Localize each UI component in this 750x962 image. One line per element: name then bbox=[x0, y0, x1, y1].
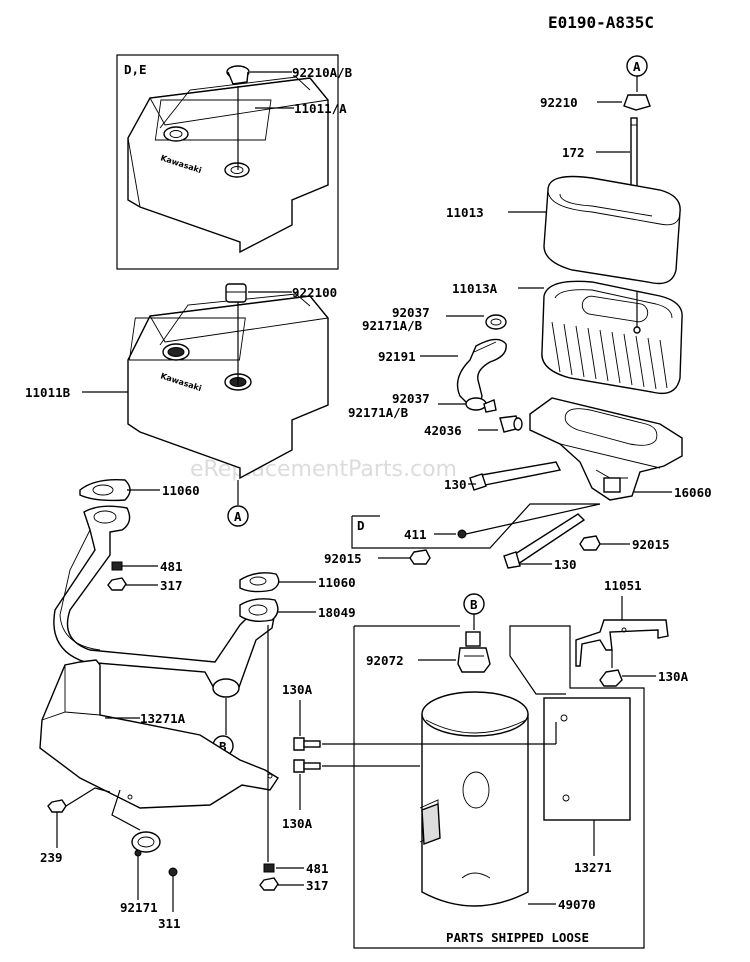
svg-text:B: B bbox=[470, 597, 478, 612]
label-11060-top: 11060 bbox=[162, 483, 200, 498]
knob-922100[interactable] bbox=[225, 283, 247, 303]
label-172: 172 bbox=[562, 145, 585, 160]
cover-variant-box: D,E bbox=[116, 54, 339, 270]
label-92210ab: 92210A/B bbox=[292, 65, 353, 80]
label-18049: 18049 bbox=[318, 605, 356, 620]
label-92015-left: 92015 bbox=[324, 551, 362, 566]
air-filter-element-11013a[interactable] bbox=[541, 280, 683, 395]
clamp-92171[interactable] bbox=[131, 831, 161, 857]
gasket-11060-top[interactable] bbox=[79, 479, 131, 502]
nut-411[interactable] bbox=[457, 529, 467, 539]
nut-317-top[interactable] bbox=[107, 577, 127, 591]
wing-nut-92210[interactable] bbox=[623, 94, 651, 111]
nut-92015-right[interactable] bbox=[579, 535, 601, 551]
washer-481-top[interactable] bbox=[111, 561, 123, 571]
label-92015-right: 92015 bbox=[632, 537, 670, 552]
pre-cleaner-11013[interactable] bbox=[543, 175, 681, 285]
clamp-92037-top[interactable] bbox=[485, 314, 507, 330]
label-311: 311 bbox=[158, 916, 181, 931]
callout-a-left: A bbox=[227, 505, 249, 527]
label-92171ab-bottom: 92171A/B bbox=[348, 405, 409, 420]
nut-239[interactable] bbox=[47, 799, 67, 813]
label-130a-top: 130A bbox=[282, 682, 313, 697]
bolt-130a-bottom[interactable] bbox=[293, 759, 321, 773]
base-plate-16060[interactable] bbox=[529, 397, 683, 501]
label-11013a: 11013A bbox=[452, 281, 498, 296]
svg-text:B: B bbox=[219, 739, 227, 754]
label-92171: 92171 bbox=[120, 900, 158, 915]
nut-311[interactable] bbox=[168, 867, 178, 877]
fitting-42036[interactable] bbox=[499, 415, 523, 433]
nut-317-bottom[interactable] bbox=[259, 877, 279, 891]
bracket-11051[interactable] bbox=[575, 619, 669, 667]
label-92210: 92210 bbox=[540, 95, 578, 110]
label-92072: 92072 bbox=[366, 653, 404, 668]
label-11051: 11051 bbox=[604, 578, 642, 593]
label-11011a: 11011/A bbox=[294, 101, 347, 116]
label-92171ab-top: 92171A/B bbox=[362, 318, 423, 333]
label-922100: 922100 bbox=[292, 285, 337, 300]
label-481-top: 481 bbox=[160, 559, 183, 574]
label-130-bottom: 130 bbox=[554, 557, 577, 572]
label-92037-top: 92037 bbox=[392, 305, 430, 320]
svg-text:A: A bbox=[234, 509, 242, 524]
bolt-130-bottom[interactable] bbox=[503, 513, 586, 569]
label-49070: 49070 bbox=[558, 897, 596, 912]
d-variant-box: D bbox=[351, 503, 600, 549]
drawing-code: E0190-A835C bbox=[548, 13, 654, 32]
label-92191: 92191 bbox=[378, 349, 416, 364]
label-130-top: 130 bbox=[444, 477, 467, 492]
label-13271: 13271 bbox=[574, 860, 612, 875]
clamp-92037-bottom[interactable] bbox=[465, 397, 497, 413]
bolt-130-top[interactable] bbox=[469, 461, 562, 491]
spark-arrester-92072[interactable] bbox=[457, 631, 491, 673]
label-317-bottom: 317 bbox=[306, 878, 329, 893]
label-130a-right: 130A bbox=[658, 669, 689, 684]
heat-shield-13271[interactable] bbox=[543, 697, 631, 821]
box-label-d: D bbox=[357, 518, 365, 533]
label-16060: 16060 bbox=[674, 485, 712, 500]
air-cleaner-cover-11011a[interactable]: Kawasaki bbox=[127, 76, 329, 254]
wing-nut-92210ab[interactable] bbox=[226, 65, 250, 85]
label-317-top: 317 bbox=[160, 578, 183, 593]
air-cleaner-cover-11011b[interactable]: Kawasaki bbox=[127, 293, 329, 480]
box-label-de: D,E bbox=[124, 62, 147, 77]
label-42036: 42036 bbox=[424, 423, 462, 438]
nut-92015-left[interactable] bbox=[409, 549, 431, 565]
bolt-130a-right[interactable] bbox=[599, 669, 623, 687]
label-130a-bottom: 130A bbox=[282, 816, 313, 831]
svg-text:A: A bbox=[633, 59, 641, 74]
gasket-11060-mid[interactable] bbox=[239, 572, 280, 593]
label-239: 239 bbox=[40, 850, 63, 865]
callout-b-right: B bbox=[463, 593, 485, 615]
callout-a-right: A bbox=[626, 55, 648, 77]
label-13271a: 13271A bbox=[140, 711, 186, 726]
label-11060-mid: 11060 bbox=[318, 575, 356, 590]
exhaust-pipe[interactable] bbox=[53, 505, 279, 698]
muffler-49070[interactable] bbox=[419, 691, 529, 907]
bolt-130a-top[interactable] bbox=[293, 737, 321, 751]
label-481-bottom: 481 bbox=[306, 861, 329, 876]
washer-481-bottom[interactable] bbox=[263, 863, 275, 873]
heat-shield-13271a[interactable] bbox=[39, 659, 279, 809]
parts-shipped-loose-note: PARTS SHIPPED LOOSE bbox=[446, 930, 589, 945]
label-11013: 11013 bbox=[446, 205, 484, 220]
breather-hose-92191[interactable] bbox=[456, 338, 507, 406]
label-92037-bottom: 92037 bbox=[392, 391, 430, 406]
label-411: 411 bbox=[404, 527, 427, 542]
parts-shipped-loose-box: PARTS SHIPPED LOOSE bbox=[353, 625, 645, 949]
label-11011b: 11011B bbox=[25, 385, 71, 400]
